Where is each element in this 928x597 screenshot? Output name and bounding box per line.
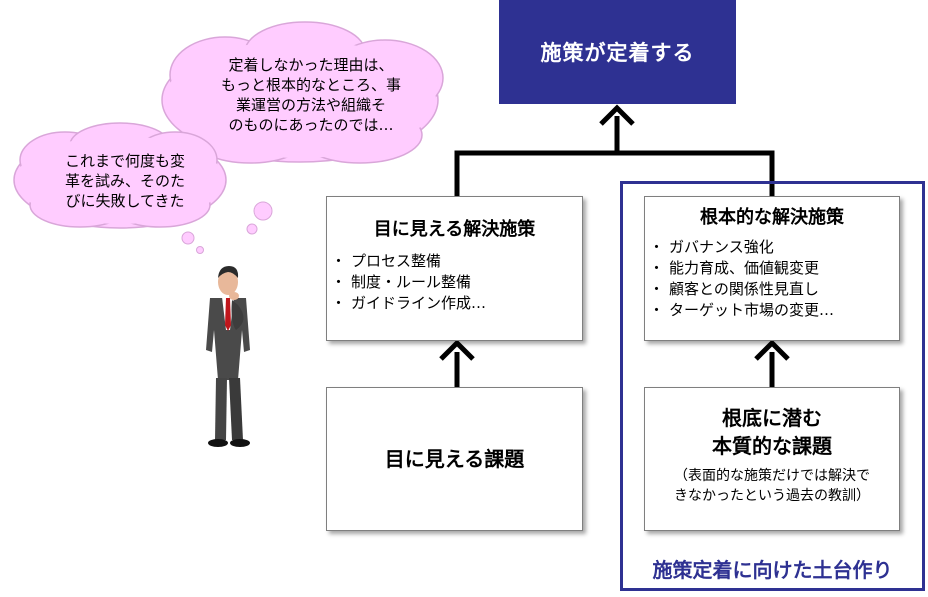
thought-bubble-large-fill (164, 40, 436, 158)
foundation-frame (620, 181, 925, 591)
foundation-label: 施策定着に向けた土台作り (652, 558, 893, 582)
list-item: ガイドライン作成… (331, 293, 582, 314)
thought-bubble-small-fill (16, 136, 224, 224)
thought-line: これまで何度も変 (64, 152, 185, 170)
thought-dot (246, 223, 258, 235)
list-item: 顧客との関係性見直し (649, 279, 899, 300)
root-solutions-list: ガバナンス強化 能力育成、価値観変更 顧客との関係性見直し ターゲット市場の変更… (645, 237, 899, 321)
thought-dot (253, 201, 273, 221)
arrow-to-goal (599, 104, 635, 126)
thought-line: のものにあったのでは… (228, 116, 394, 134)
arrow-visible-head (439, 339, 475, 361)
root-solutions-box: 根本的な解決施策 ガバナンス強化 能力育成、価値観変更 顧客との関係性見直し タ… (644, 196, 900, 341)
visible-issues-box: 目に見える課題 (326, 387, 583, 531)
visible-issues-title: 目に見える課題 (384, 447, 525, 471)
list-item: ターゲット市場の変更… (649, 300, 899, 321)
arrow-root-head (754, 339, 790, 361)
list-item: ガバナンス強化 (649, 237, 899, 258)
merge-bracket (454, 116, 775, 196)
visible-solutions-list: プロセス整備 制度・ルール整備 ガイドライン作成… (327, 251, 582, 314)
goal-label: 施策が定着する (540, 41, 695, 65)
list-item: 能力育成、価値観変更 (649, 258, 899, 279)
root-solutions-title: 根本的な解決施策 (700, 207, 844, 228)
thought-line: 定着しなかった理由は、 (228, 56, 394, 74)
root-issues-title-2: 本質的な課題 (712, 434, 832, 458)
thought-line: もっと根本的なところ、事 (220, 76, 401, 94)
root-issues-box: 根底に潜む 本質的な課題 （表面的な施策だけでは解決で きなかったという過去の教… (644, 387, 900, 531)
root-issues-note: （表面的な施策だけでは解決で きなかったという過去の教訓） (645, 466, 899, 506)
note-line: （表面的な施策だけでは解決で (674, 468, 870, 484)
thought-line: 革を試み、そのた (64, 172, 185, 190)
visible-solutions-box: 目に見える解決施策 プロセス整備 制度・ルール整備 ガイドライン作成… (326, 196, 583, 341)
root-issues-title-1: 根底に潜む (722, 406, 822, 430)
thought-small-text: これまで何度も変 革を試み、そのた びに失敗してきた (30, 151, 220, 211)
thought-dot (196, 246, 204, 254)
thought-line: 業運営の方法や組織そ (235, 96, 386, 114)
thought-line: びに失敗してきた (65, 192, 185, 210)
list-item: プロセス整備 (331, 251, 582, 272)
note-line: きなかったという過去の教訓） (674, 488, 870, 504)
businessman-icon (206, 266, 250, 447)
goal-box: 施策が定着する (499, 0, 736, 104)
list-item: 制度・ルール整備 (331, 272, 582, 293)
thought-large-text: 定着しなかった理由は、 もっと根本的なところ、事 業運営の方法や組織そ のものに… (196, 55, 426, 135)
visible-solutions-title: 目に見える解決施策 (373, 219, 536, 240)
thought-dot (181, 231, 195, 245)
